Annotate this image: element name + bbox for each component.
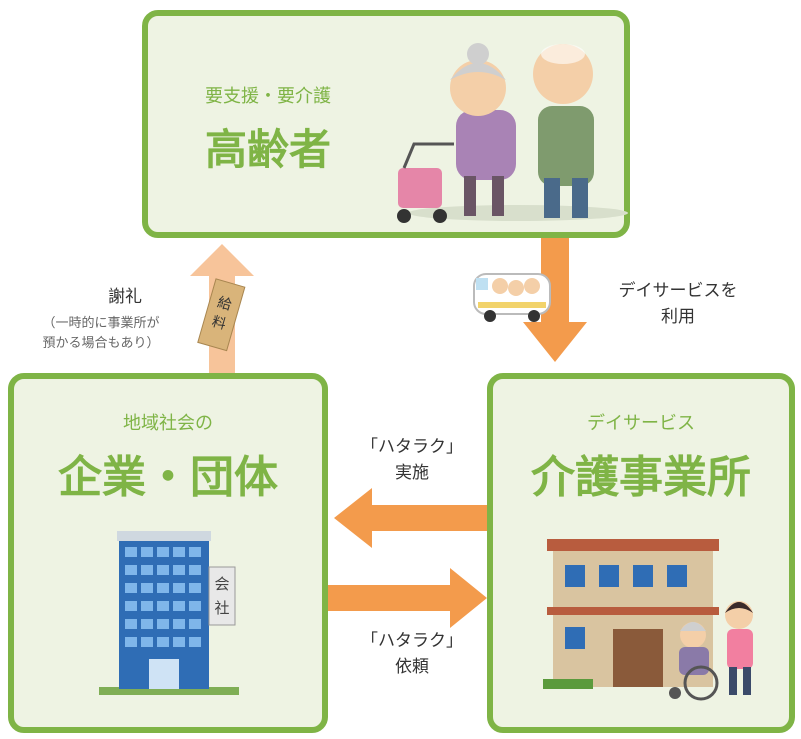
hataraku-do-line2: 実施: [395, 463, 429, 483]
thanks-label: 謝礼: [108, 287, 142, 307]
building-sign-2: 社: [214, 599, 229, 617]
thanks-note-line1: （一時的に事業所が: [42, 316, 160, 331]
dayservice-van-icon: [473, 273, 551, 322]
care-facility-box: デイサービス 介護事業所: [487, 373, 795, 733]
dayservice-use-line2: 利用: [661, 307, 695, 327]
elderly-subtitle: 要支援・要介護: [205, 86, 331, 107]
company-subtitle: 地域社会の: [123, 413, 213, 434]
elderly-title: 高齢者: [204, 125, 331, 174]
hataraku-do-line1: 「ハタラク」: [361, 437, 463, 457]
company-box: 地域社会の 企業・団体 会 社: [8, 373, 328, 733]
salary-char-2: 料: [210, 314, 228, 333]
elderly-box: 要支援・要介護 高齢者: [142, 10, 630, 238]
company-title: 企業・団体: [58, 452, 278, 503]
elderly-couple-illustration: [397, 43, 628, 223]
care-title: 介護事業所: [531, 452, 751, 503]
building-sign-1: 会: [214, 575, 229, 593]
office-building-illustration: 会 社: [99, 531, 239, 695]
care-subtitle: デイサービス: [587, 413, 695, 434]
care-facility-illustration: [543, 539, 753, 701]
salary-envelope-icon: 給 料: [197, 278, 246, 352]
thanks-note-line2: 預かる場合もあり）: [42, 336, 160, 351]
hataraku-request-line2: 依頼: [395, 657, 429, 677]
dayservice-use-line1: デイサービスを: [618, 281, 738, 301]
salary-char-1: 給: [215, 295, 233, 314]
hataraku-request-line1: 「ハタラク」: [361, 631, 463, 651]
